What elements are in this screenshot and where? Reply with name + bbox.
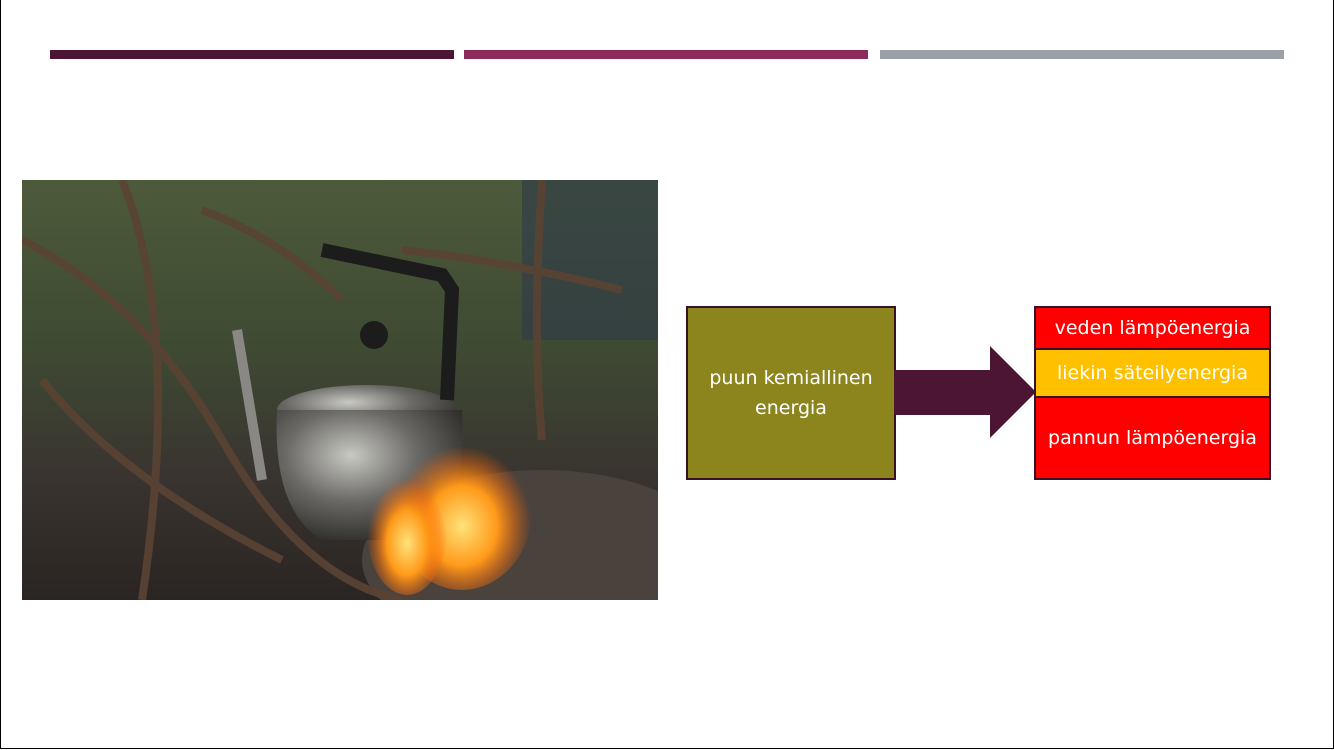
source-box-wood-chemical-energy: puun kemiallinen energia xyxy=(686,306,896,480)
header-bar-1 xyxy=(50,50,454,59)
target-box-water-heat: veden lämpöenergia xyxy=(1034,306,1271,350)
header-bar-2 xyxy=(464,50,868,59)
target-box-flame-radiation: liekin säteilyenergia xyxy=(1034,348,1271,398)
header-bar-3 xyxy=(880,50,1284,59)
target-box-kettle-heat: pannun lämpöenergia xyxy=(1034,396,1271,480)
arrow-right-icon xyxy=(894,346,1036,438)
kettle-campfire-photo xyxy=(22,180,658,600)
